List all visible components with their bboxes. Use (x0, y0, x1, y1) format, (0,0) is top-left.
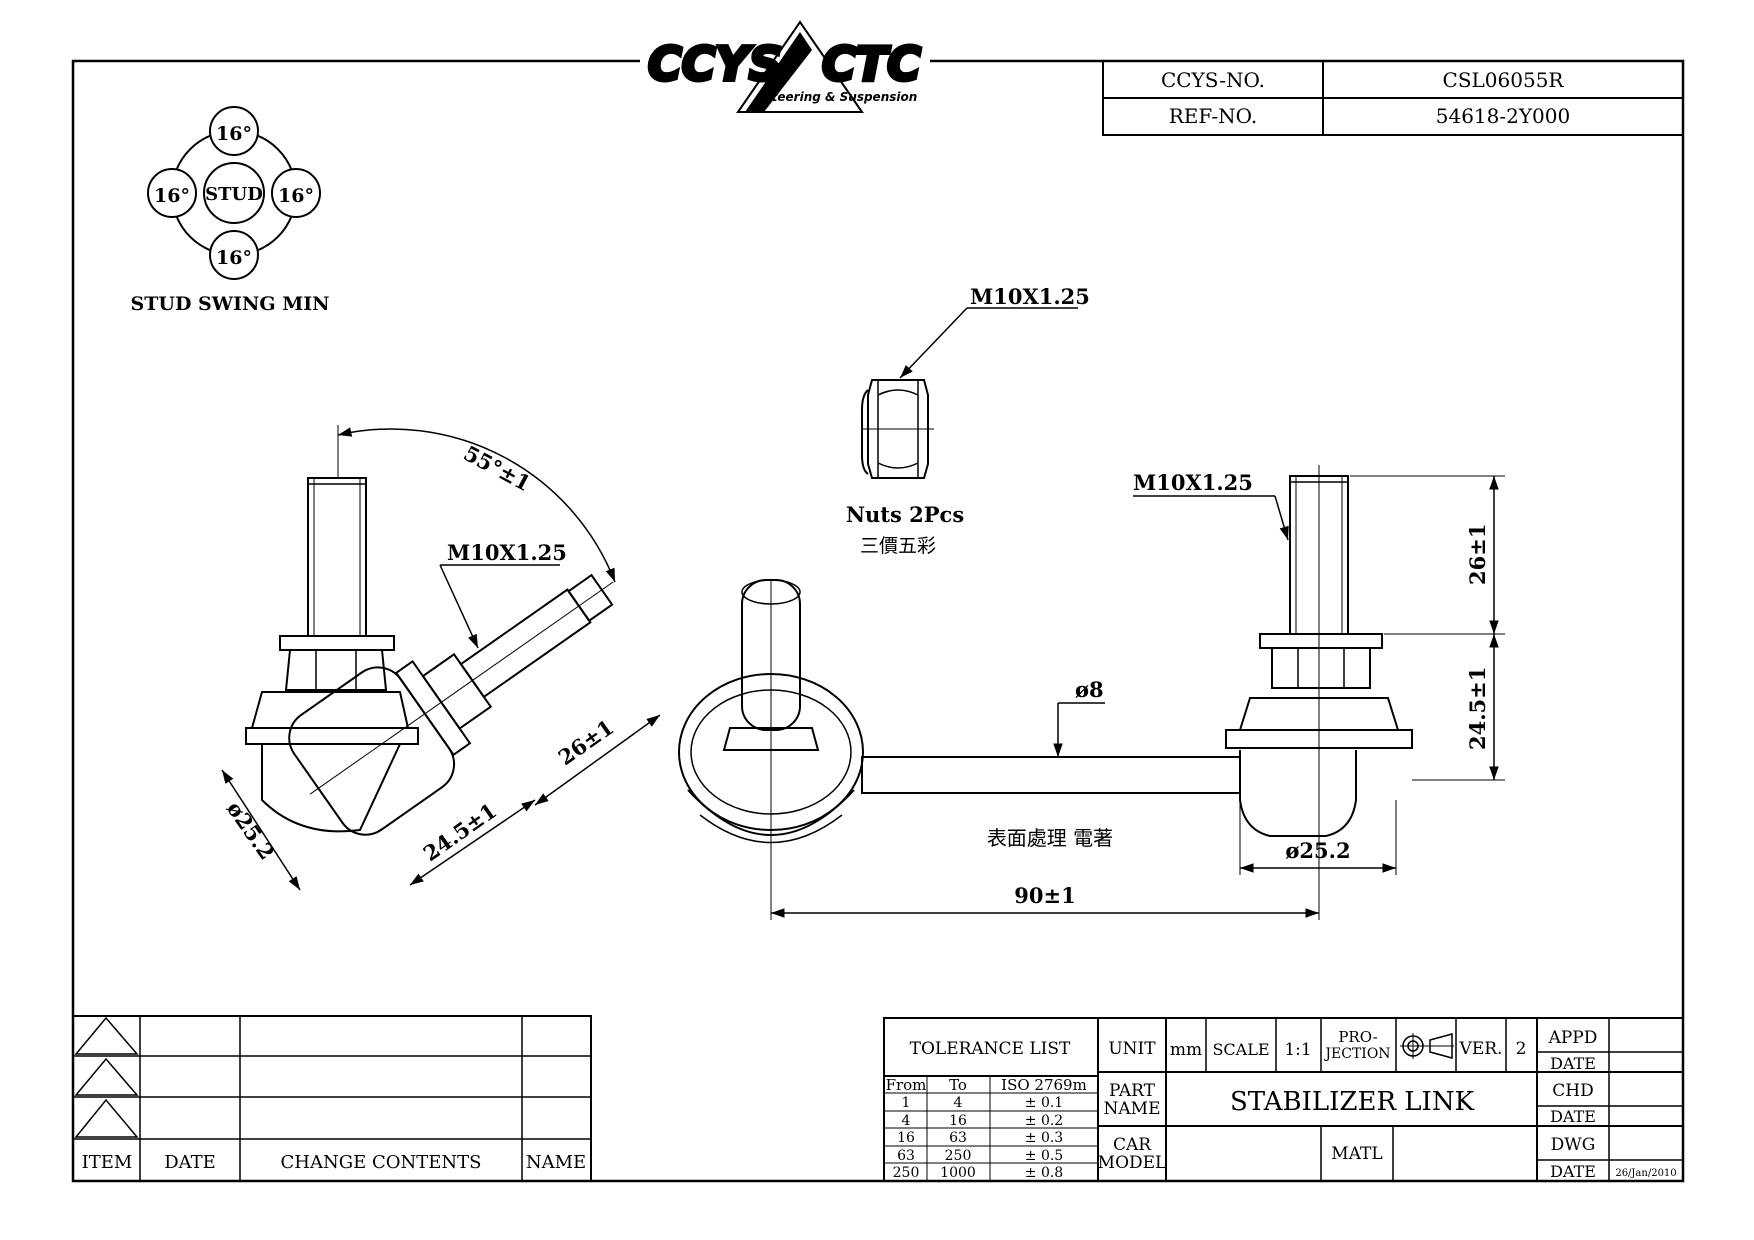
tol-row-1-value: ± 0.1 (1025, 1095, 1063, 1111)
unit-value: mm (1170, 1040, 1202, 1060)
tol-row-2-value: ± 0.2 (1025, 1113, 1063, 1129)
swing-center-label: STUD (205, 184, 263, 205)
tolerance-title: TOLERANCE LIST (910, 1039, 1071, 1059)
left-ball-diameter-dim: ø25.2 (222, 797, 280, 865)
tol-row-5-to: 1000 (940, 1165, 976, 1181)
ccys-no-label: CCYS-NO. (1161, 68, 1265, 92)
dwg-date-value: 26/Jan/2010 (1615, 1168, 1676, 1179)
ref-no-label: REF-NO. (1169, 104, 1257, 128)
part-name-label-1: PART (1109, 1081, 1156, 1101)
angled-side-view: 55°±1 M10X1.25 26±1 24.5±1 ø25.2 (221, 425, 661, 891)
tol-row-1-to: 4 (954, 1095, 963, 1111)
logo-brand-right: CTC (822, 37, 921, 91)
chd-label: CHD (1552, 1081, 1593, 1101)
tol-row-1-from: 1 (902, 1095, 911, 1111)
projection-symbol-icon (1400, 1033, 1454, 1059)
revision-block: ITEM DATE CHANGE CONTENTS NAME (72, 1015, 592, 1182)
left-stud-length-dim: 26±1 (554, 714, 619, 770)
main-front-view: ø8 表面處理 電著 ø25.2 90±1 M10X1.25 26±1 24.5… (678, 465, 1505, 920)
tol-row-3-to: 63 (949, 1130, 967, 1146)
scale-value: 1:1 (1284, 1040, 1311, 1060)
title-block: TOLERANCE LIST From To ISO 2769m 1 4 ± 0… (883, 1017, 1684, 1182)
tol-header-iso: ISO 2769m (1001, 1076, 1087, 1094)
nut-view: M10X1.25 Nuts 2Pcs 三價五彩 (846, 284, 1090, 557)
scale-label: SCALE (1212, 1040, 1269, 1059)
ref-no-value: 54618-2Y000 (1436, 104, 1570, 128)
ver-value: 2 (1516, 1039, 1527, 1059)
dwg-date-label: DATE (1550, 1162, 1596, 1181)
car-model-label-1: CAR (1113, 1135, 1152, 1155)
surface-treatment-note: 表面處理 電著 (987, 826, 1113, 850)
unit-label: UNIT (1108, 1039, 1156, 1059)
logo-brand-left: CCYS (648, 37, 782, 91)
header-table: CCYS-NO. CSL06055R REF-NO. 54618-2Y000 (1102, 60, 1684, 136)
rod-diameter-dim: ø8 (1075, 677, 1104, 702)
swing-angle-top: 16° (216, 123, 252, 145)
tol-row-4-from: 63 (897, 1148, 915, 1164)
part-name-value: STABILIZER LINK (1230, 1087, 1475, 1117)
ccys-no-value: CSL06055R (1443, 68, 1565, 92)
tol-row-4-to: 250 (945, 1148, 972, 1164)
center-distance-dim: 90±1 (1014, 883, 1075, 908)
nut-thread-label: M10X1.25 (970, 284, 1090, 309)
tol-header-from: From (886, 1076, 927, 1094)
dwg-label: DWG (1551, 1135, 1596, 1155)
right-ball-diameter-dim: ø25.2 (1285, 838, 1350, 863)
tol-row-2-from: 4 (902, 1113, 911, 1129)
projection-label-line2: JECTION (1323, 1046, 1390, 1062)
rev-header-date: DATE (164, 1152, 216, 1173)
logo-tagline: Steering & Suspension (763, 90, 917, 104)
chd-date-label: DATE (1550, 1107, 1596, 1126)
appd-date-label: DATE (1550, 1054, 1596, 1073)
tol-header-to: To (949, 1076, 967, 1094)
tol-row-5-from: 250 (893, 1165, 920, 1181)
projection-label-line1: PRO- (1338, 1028, 1377, 1046)
swing-angle-left: 16° (154, 185, 190, 207)
company-logo: CCYS CTC Steering & Suspension (640, 20, 930, 125)
stud-swing-diagram: 16° 16° 16° 16° STUD STUD SWING MIN (131, 106, 330, 315)
right-thread-label: M10X1.25 (1133, 470, 1253, 495)
rev-header-name: NAME (526, 1152, 586, 1173)
tol-row-3-from: 16 (897, 1130, 915, 1146)
right-stud-length-dim: 26±1 (1465, 524, 1490, 585)
rev-header-item: ITEM (82, 1152, 133, 1173)
stud-swing-title: STUD SWING MIN (131, 293, 330, 315)
rev-header-change: CHANGE CONTENTS (281, 1152, 482, 1173)
tol-row-3-value: ± 0.3 (1025, 1130, 1063, 1146)
nut-finish-note: 三價五彩 (860, 535, 936, 557)
nut-quantity-label: Nuts 2Pcs (846, 502, 964, 527)
part-name-label-2: NAME (1104, 1099, 1161, 1119)
right-body-height-dim: 24.5±1 (1465, 667, 1490, 750)
left-thread-label: M10X1.25 (447, 540, 567, 565)
swing-angle-bottom: 16° (216, 247, 252, 269)
tol-row-5-value: ± 0.8 (1025, 1165, 1063, 1181)
tol-row-2-to: 16 (949, 1113, 967, 1129)
angle-dimension: 55°±1 (460, 440, 535, 496)
ver-label: VER. (1459, 1039, 1503, 1059)
car-model-label-2: MODEL (1098, 1153, 1167, 1173)
tol-row-4-value: ± 0.5 (1025, 1148, 1063, 1164)
swing-angle-right: 16° (278, 185, 314, 207)
matl-label: MATL (1331, 1144, 1382, 1164)
appd-label: APPD (1548, 1028, 1598, 1048)
